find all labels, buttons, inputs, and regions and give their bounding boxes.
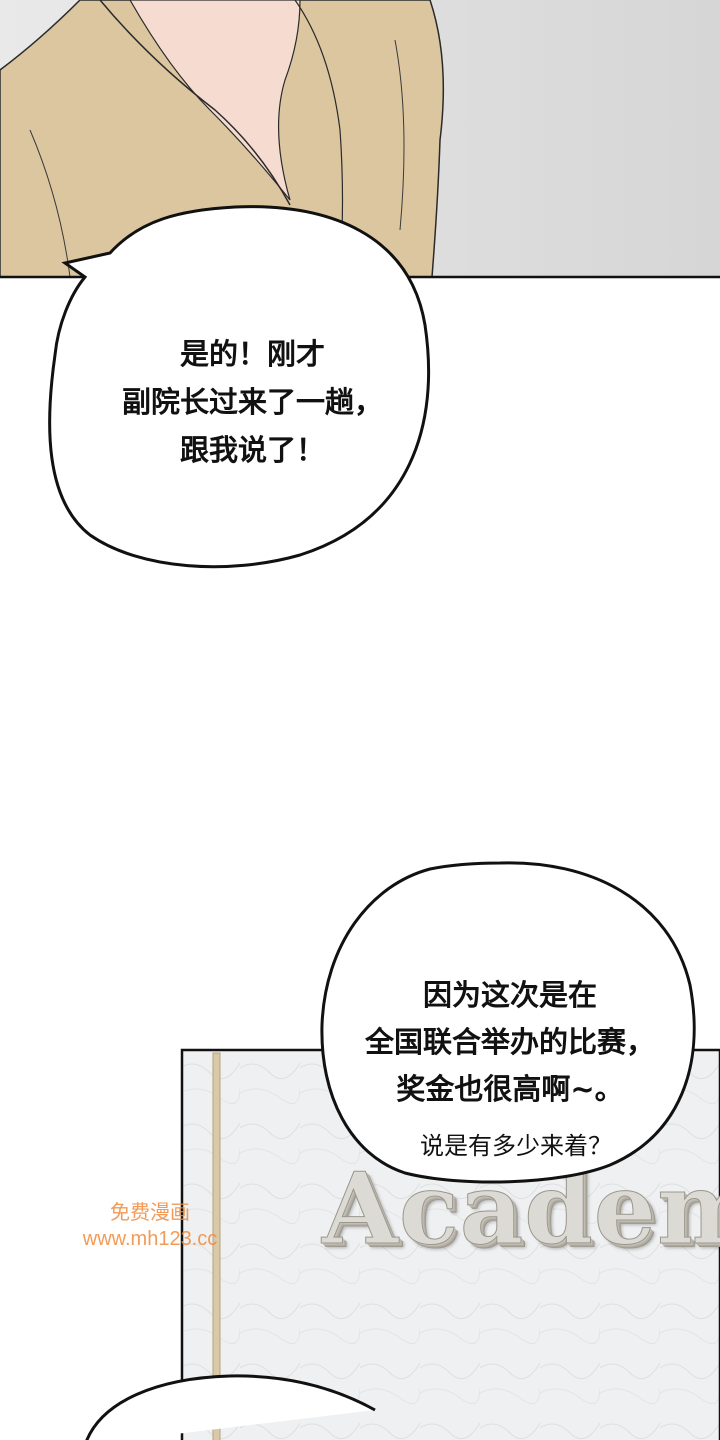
shirt-shape bbox=[0, 0, 445, 278]
bubble-line: 因为这次是在 bbox=[422, 978, 597, 1012]
bubble-line: 跟我说了！ bbox=[179, 433, 325, 467]
speech-bubble-bottom: 因为这次是在 全国联合举办的比赛， 奖金也很高啊~。 bbox=[325, 972, 695, 1113]
neck-skin bbox=[129, 0, 301, 201]
watermark-line1: 免费漫画 bbox=[110, 1202, 190, 1224]
bubble-line: 副院长过来了一趟， bbox=[121, 385, 383, 419]
speech-bubble-top: 是的！刚才 副院长过来了一趟， 跟我说了！ bbox=[70, 330, 435, 474]
bubble-line: 是的！刚才 bbox=[179, 337, 325, 371]
extra-caption: 说是有多少来着？ bbox=[420, 1132, 612, 1160]
speech-bubble-bottom-shape bbox=[320, 861, 696, 1184]
bubble-line: 全国联合举办的比赛， bbox=[364, 1025, 655, 1059]
bubble-line: 奖金也很高啊~。 bbox=[396, 1072, 624, 1106]
speech-bubble-partial-shape bbox=[85, 1374, 376, 1440]
watermark: 免费漫画 www.mh123.cc bbox=[55, 1200, 245, 1252]
speech-bubble-top-shape bbox=[48, 205, 431, 569]
watermark-line2: www.mh123.cc bbox=[82, 1228, 218, 1250]
